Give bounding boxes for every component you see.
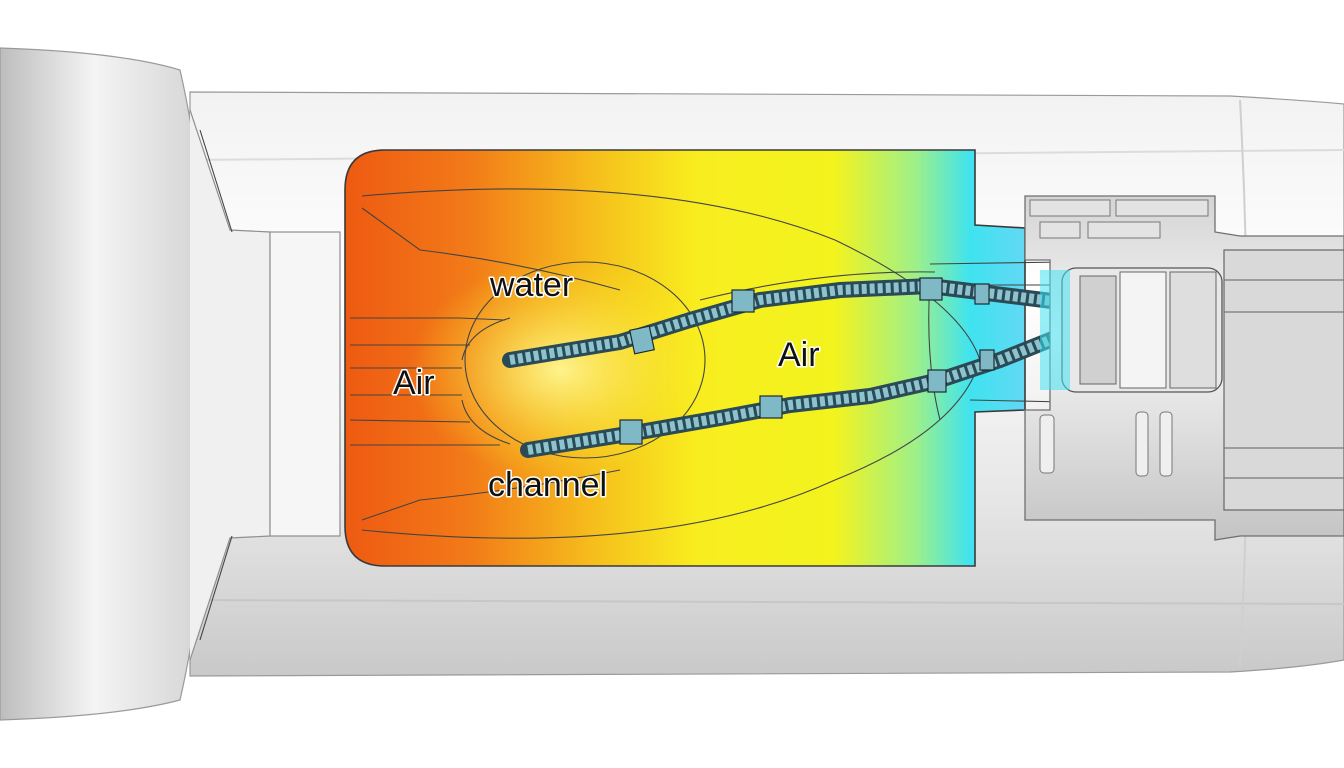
right-connector (1024, 195, 1344, 541)
label-air-left: Air (393, 364, 435, 402)
labels: water Air Air channel (392, 265, 822, 506)
label-channel: channel (488, 466, 607, 504)
label-air-right: Air (778, 336, 820, 374)
heat-chamber (344, 149, 1066, 567)
lower-tube (520, 328, 1068, 458)
upper-tube (502, 277, 1068, 368)
label-water: water (489, 266, 573, 304)
left-end-cap (0, 47, 341, 721)
